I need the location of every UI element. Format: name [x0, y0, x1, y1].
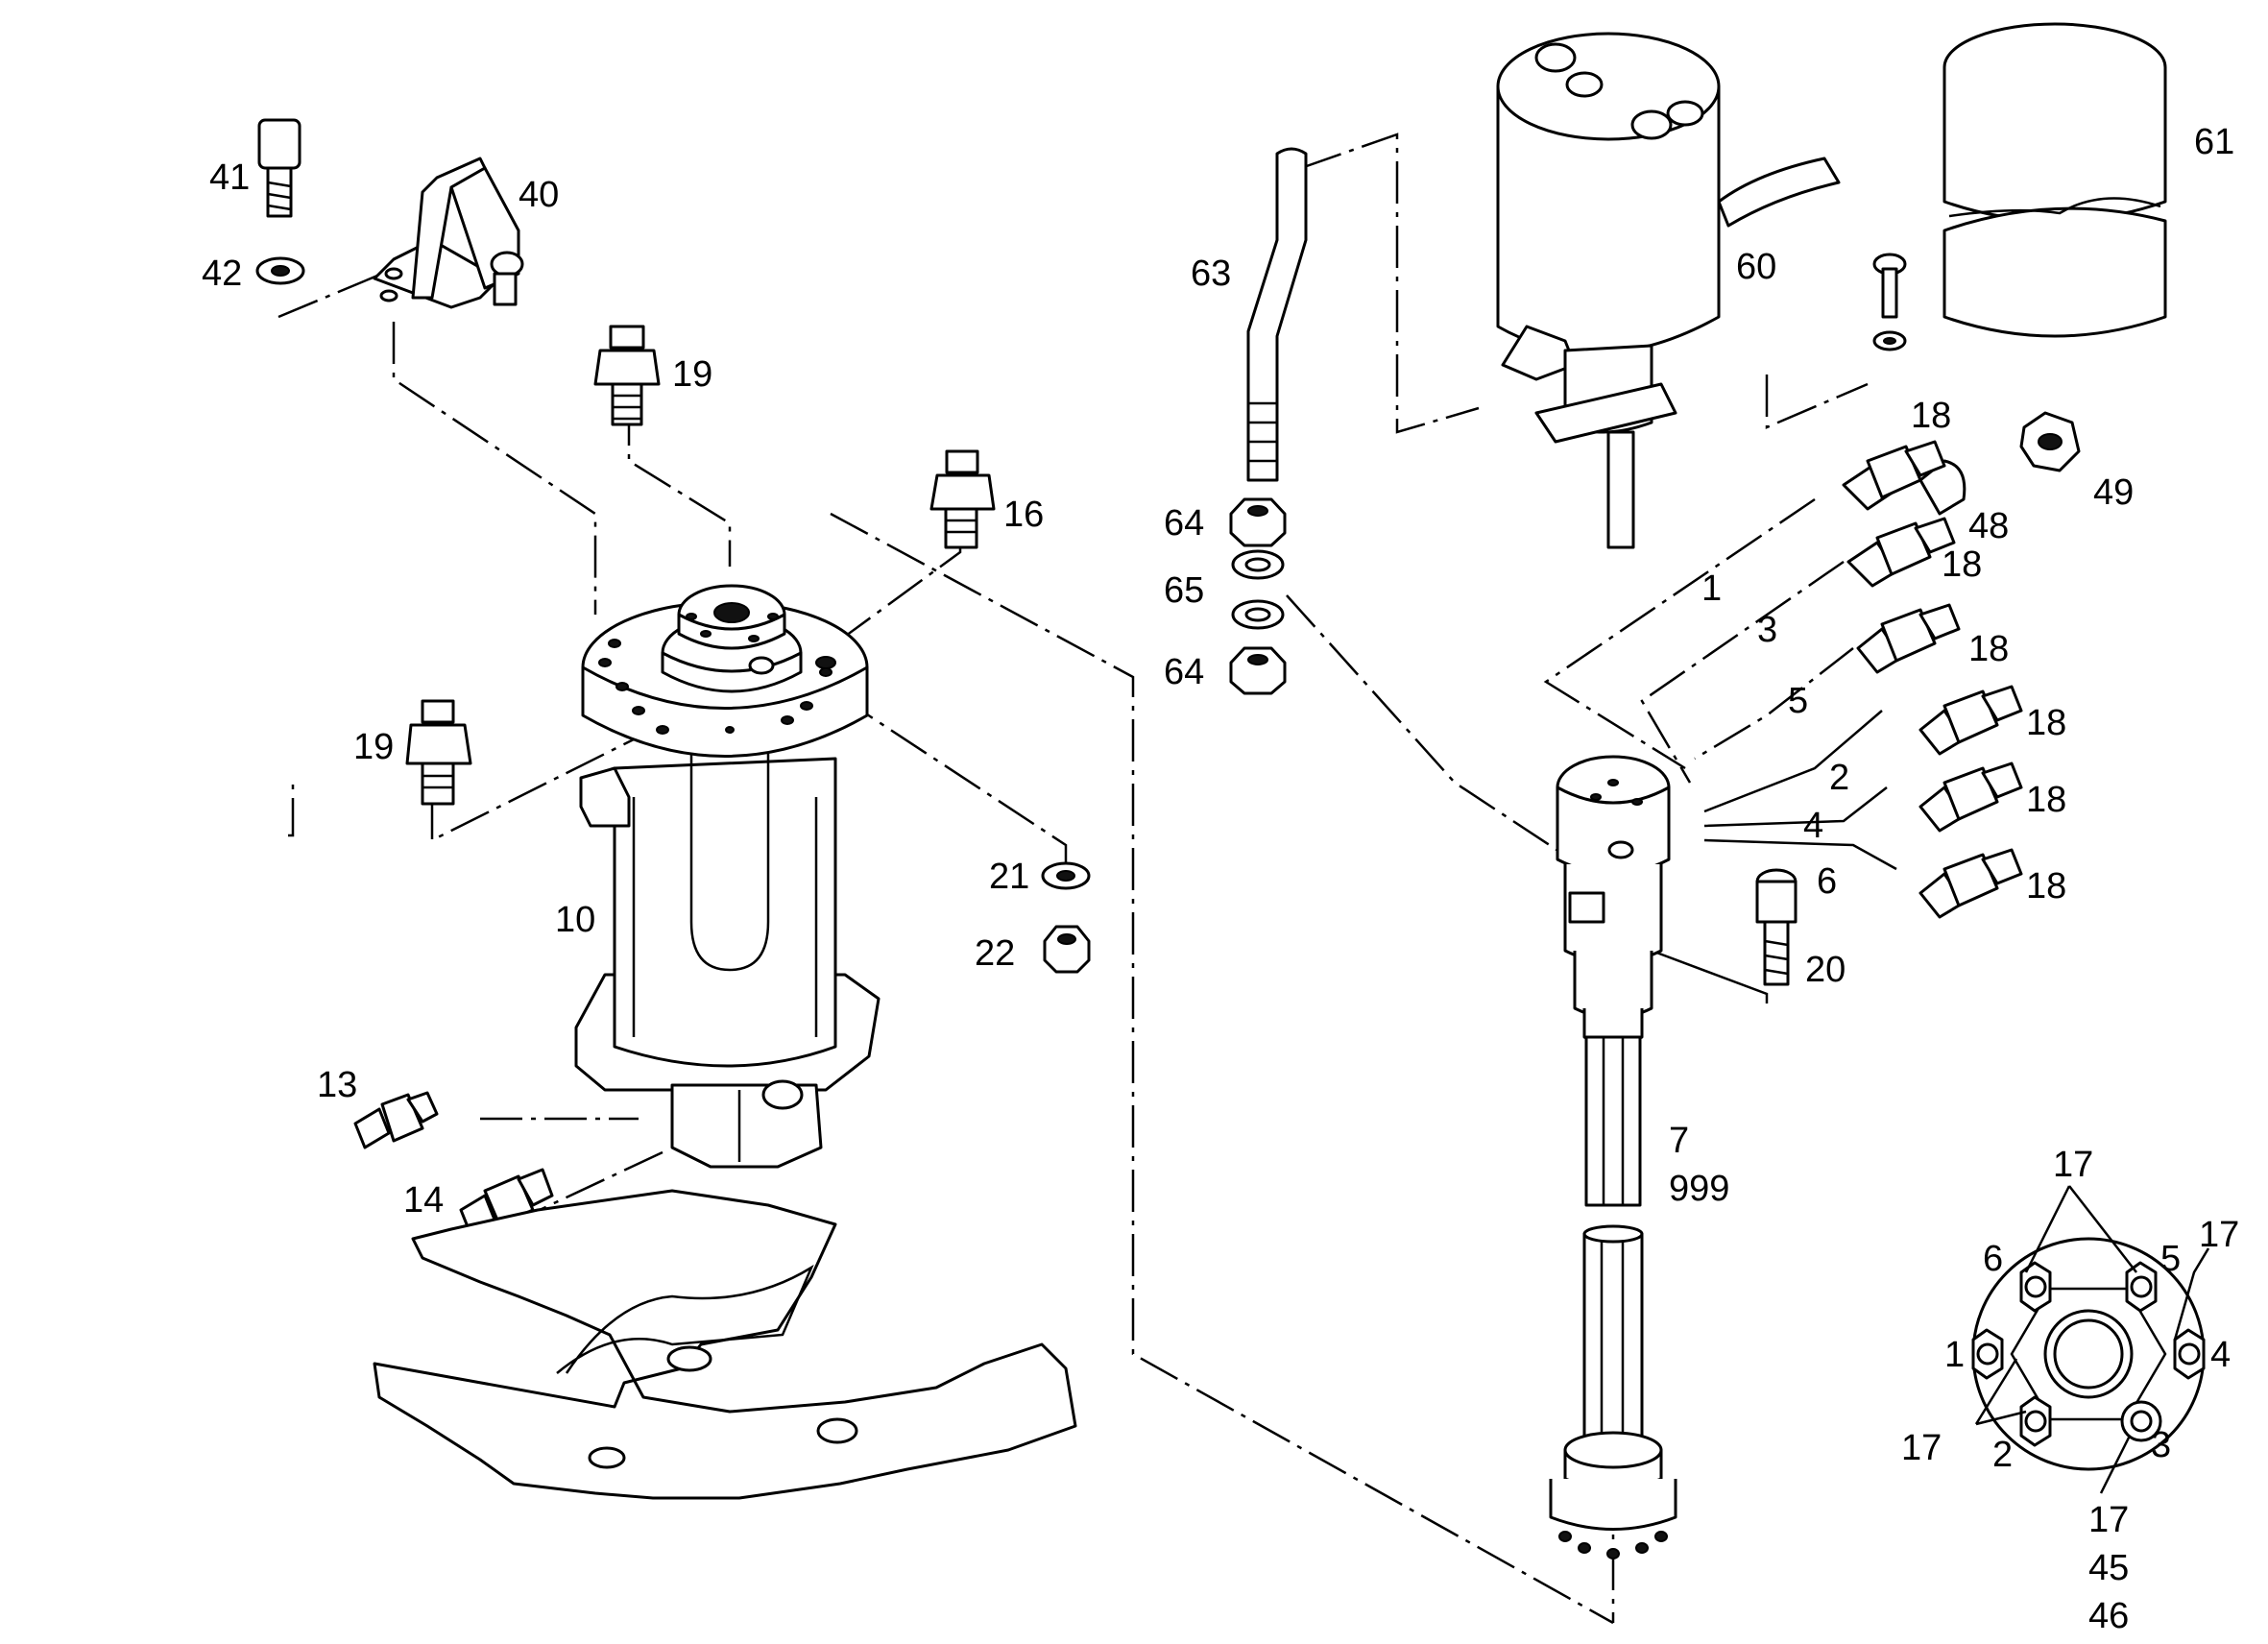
callout-16: 16	[1003, 495, 1044, 535]
callout-18-e: 18	[2026, 780, 2066, 820]
fitting-18-d	[1918, 685, 2023, 756]
detail-callout-5: 5	[2160, 1239, 2181, 1279]
bent-rod-63	[1246, 147, 1308, 482]
leader-lines	[277, 133, 1897, 1625]
port-detail-view	[1971, 1185, 2210, 1494]
callout-labels: 41 40 42 19 16 19 10 21 22 13 14 63 64 6…	[202, 122, 2239, 1636]
bolt-small	[1872, 253, 1907, 351]
callout-4: 4	[1803, 806, 1823, 846]
detail-callout-17-bottom: 17	[2088, 1500, 2129, 1540]
nut-22	[1043, 925, 1091, 974]
fitting-19-left	[405, 699, 472, 806]
nut-64-top	[1229, 497, 1287, 547]
callout-7: 7	[1669, 1121, 1689, 1161]
detail-callout-17-top: 17	[2053, 1145, 2093, 1185]
detail-callout-2: 2	[1992, 1435, 2013, 1475]
callout-18-a: 18	[1911, 396, 1951, 436]
callout-20: 20	[1805, 950, 1846, 990]
detail-callout-1: 1	[1944, 1335, 1965, 1375]
cap-screw-20	[1755, 868, 1798, 986]
nut-64-bottom	[1229, 646, 1287, 695]
fitting-18-f	[1918, 848, 2023, 919]
nut-49	[2019, 411, 2081, 472]
callout-19-top: 19	[672, 354, 712, 395]
callout-64-bottom: 64	[1164, 652, 1204, 692]
port-5	[2125, 1261, 2158, 1313]
fitting-18-e	[1918, 762, 2023, 833]
callout-65: 65	[1164, 570, 1204, 611]
hydraulic-motor-10	[574, 584, 881, 1169]
callout-13: 13	[317, 1065, 357, 1105]
cap-48	[1918, 459, 1966, 516]
callout-10: 10	[555, 900, 595, 940]
washer-42	[255, 256, 305, 285]
callout-18-b: 18	[1942, 544, 1982, 585]
callout-60: 60	[1736, 247, 1776, 287]
port-4	[2173, 1328, 2206, 1380]
callout-40: 40	[519, 175, 559, 215]
callout-63: 63	[1191, 254, 1231, 294]
callout-21: 21	[989, 857, 1029, 897]
callout-42: 42	[202, 254, 242, 294]
mounting-plate	[373, 1189, 1077, 1500]
washer-65	[1231, 549, 1285, 630]
cap-screw-41	[257, 118, 302, 218]
callout-14: 14	[403, 1180, 444, 1221]
callout-48: 48	[1968, 506, 2009, 546]
callout-1: 1	[1701, 568, 1722, 609]
callout-61: 61	[2194, 122, 2234, 162]
port-2	[2019, 1395, 2052, 1447]
detail-callout-3: 3	[2151, 1425, 2171, 1465]
bracket-40	[373, 157, 524, 309]
fitting-18-b	[1846, 517, 1956, 588]
callout-41: 41	[209, 157, 250, 198]
callout-18-d: 18	[2026, 703, 2066, 743]
callout-19-left: 19	[353, 727, 394, 767]
rotary-distributor-7	[1549, 755, 1677, 1559]
callout-18-f: 18	[2026, 866, 2066, 907]
port-6	[2019, 1261, 2052, 1313]
callout-6: 6	[1817, 861, 1837, 902]
detail-callout-46: 46	[2088, 1596, 2129, 1636]
fitting-19-top	[593, 325, 661, 426]
detail-callout-4: 4	[2210, 1335, 2231, 1375]
fitting-13	[353, 1091, 439, 1149]
port-1	[1971, 1328, 2004, 1380]
detail-callout-17-right: 17	[2199, 1215, 2239, 1255]
callout-999: 999	[1669, 1169, 1729, 1209]
detail-callout-6: 6	[1983, 1239, 2003, 1279]
callout-18-c: 18	[1968, 629, 2009, 669]
callout-49: 49	[2093, 472, 2134, 513]
callout-22: 22	[975, 933, 1015, 974]
fitting-18-c	[1856, 603, 1961, 674]
detail-callout-45: 45	[2088, 1548, 2129, 1588]
callout-64-top: 64	[1164, 503, 1204, 544]
port-3	[2120, 1400, 2162, 1442]
washer-21	[1041, 861, 1091, 890]
detail-callout-17-left: 17	[1901, 1428, 1942, 1468]
callout-2: 2	[1829, 758, 1849, 798]
callout-5: 5	[1788, 681, 1808, 721]
sensor-unit-60	[1496, 32, 1841, 549]
callout-3: 3	[1757, 610, 1777, 650]
fitting-18-a	[1842, 440, 1946, 511]
fitting-16	[929, 449, 996, 549]
cover-61	[1942, 22, 2167, 338]
